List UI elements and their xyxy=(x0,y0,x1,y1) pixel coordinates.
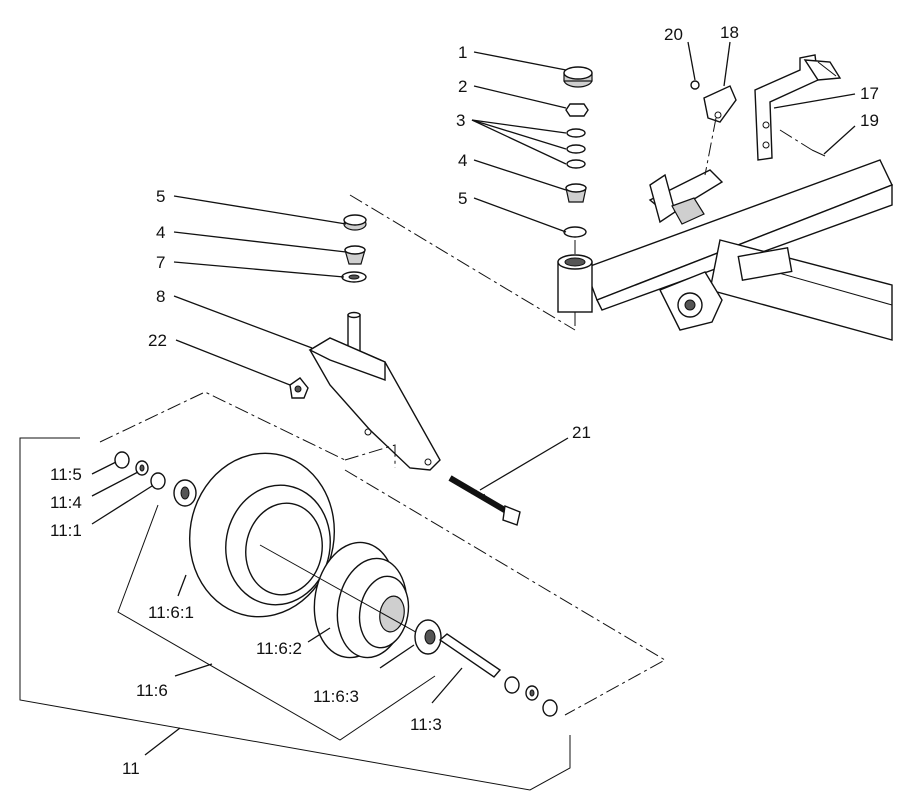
callout-7: 7 xyxy=(156,253,165,272)
part-3-washer-b xyxy=(566,144,586,154)
callout-11-6-3: 11:6:3 xyxy=(313,687,359,706)
callout-17: 17 xyxy=(860,84,879,103)
part-18-plate xyxy=(703,85,737,123)
frame-cross-beam xyxy=(709,239,893,341)
spindle-parts-stack xyxy=(563,66,593,256)
part-21-bolt xyxy=(448,475,521,526)
callout-21: 21 xyxy=(572,423,591,442)
frame-assembly xyxy=(557,159,893,341)
spindle-housing xyxy=(557,261,593,313)
frame-block xyxy=(671,197,705,225)
bracket-group xyxy=(690,54,842,176)
callout-18: 18 xyxy=(720,23,739,42)
callout-11-1: 11:1 xyxy=(50,521,82,540)
callout-5-left: 5 xyxy=(156,187,165,206)
right-spacer-c xyxy=(542,699,558,717)
callout-3: 3 xyxy=(456,111,465,130)
cross-bracket xyxy=(737,247,793,281)
part-17-bracket xyxy=(754,54,819,161)
callout-11: 11 xyxy=(122,759,140,778)
assembly-11-bracket-lines xyxy=(19,437,571,791)
callout-labels: 1 2 3 4 5 5 4 7 8 22 21 20 18 17 19 11:5… xyxy=(50,23,879,778)
frame-bracket-left xyxy=(649,173,676,224)
part-11-1-spacer xyxy=(150,472,166,490)
wheel-assembly xyxy=(99,391,667,717)
part-11-3-axle xyxy=(438,633,502,678)
callout-11-6-1: 11:6:1 xyxy=(148,603,194,622)
part-19-screw xyxy=(811,149,826,157)
callout-11-6-2: 11:6:2 xyxy=(256,639,302,658)
part-3-washer-a xyxy=(566,128,586,138)
callout-4-left: 4 xyxy=(156,223,165,242)
part-2-nut xyxy=(565,103,589,117)
callout-22: 22 xyxy=(148,331,167,350)
callout-4-top: 4 xyxy=(458,151,467,170)
callout-8: 8 xyxy=(156,287,165,306)
part-3-washer-c xyxy=(566,159,586,169)
fork-assembly xyxy=(308,194,576,471)
callout-19: 19 xyxy=(860,111,879,130)
callout-2: 2 xyxy=(458,77,467,96)
callout-11-5: 11:5 xyxy=(50,465,82,484)
callout-20: 20 xyxy=(664,25,683,44)
leader-lines xyxy=(91,41,856,756)
callout-1: 1 xyxy=(458,43,467,62)
callout-5-top: 5 xyxy=(458,189,467,208)
part-5-cup-top xyxy=(563,226,587,238)
part-22-nut xyxy=(289,377,309,399)
part-20-nut xyxy=(690,80,700,90)
callout-11-6: 11:6 xyxy=(136,681,168,700)
callout-11-4: 11:4 xyxy=(50,493,82,512)
callout-11-3: 11:3 xyxy=(410,715,442,734)
part-11-5-spacer xyxy=(114,451,130,469)
right-spacer-a xyxy=(504,676,520,694)
